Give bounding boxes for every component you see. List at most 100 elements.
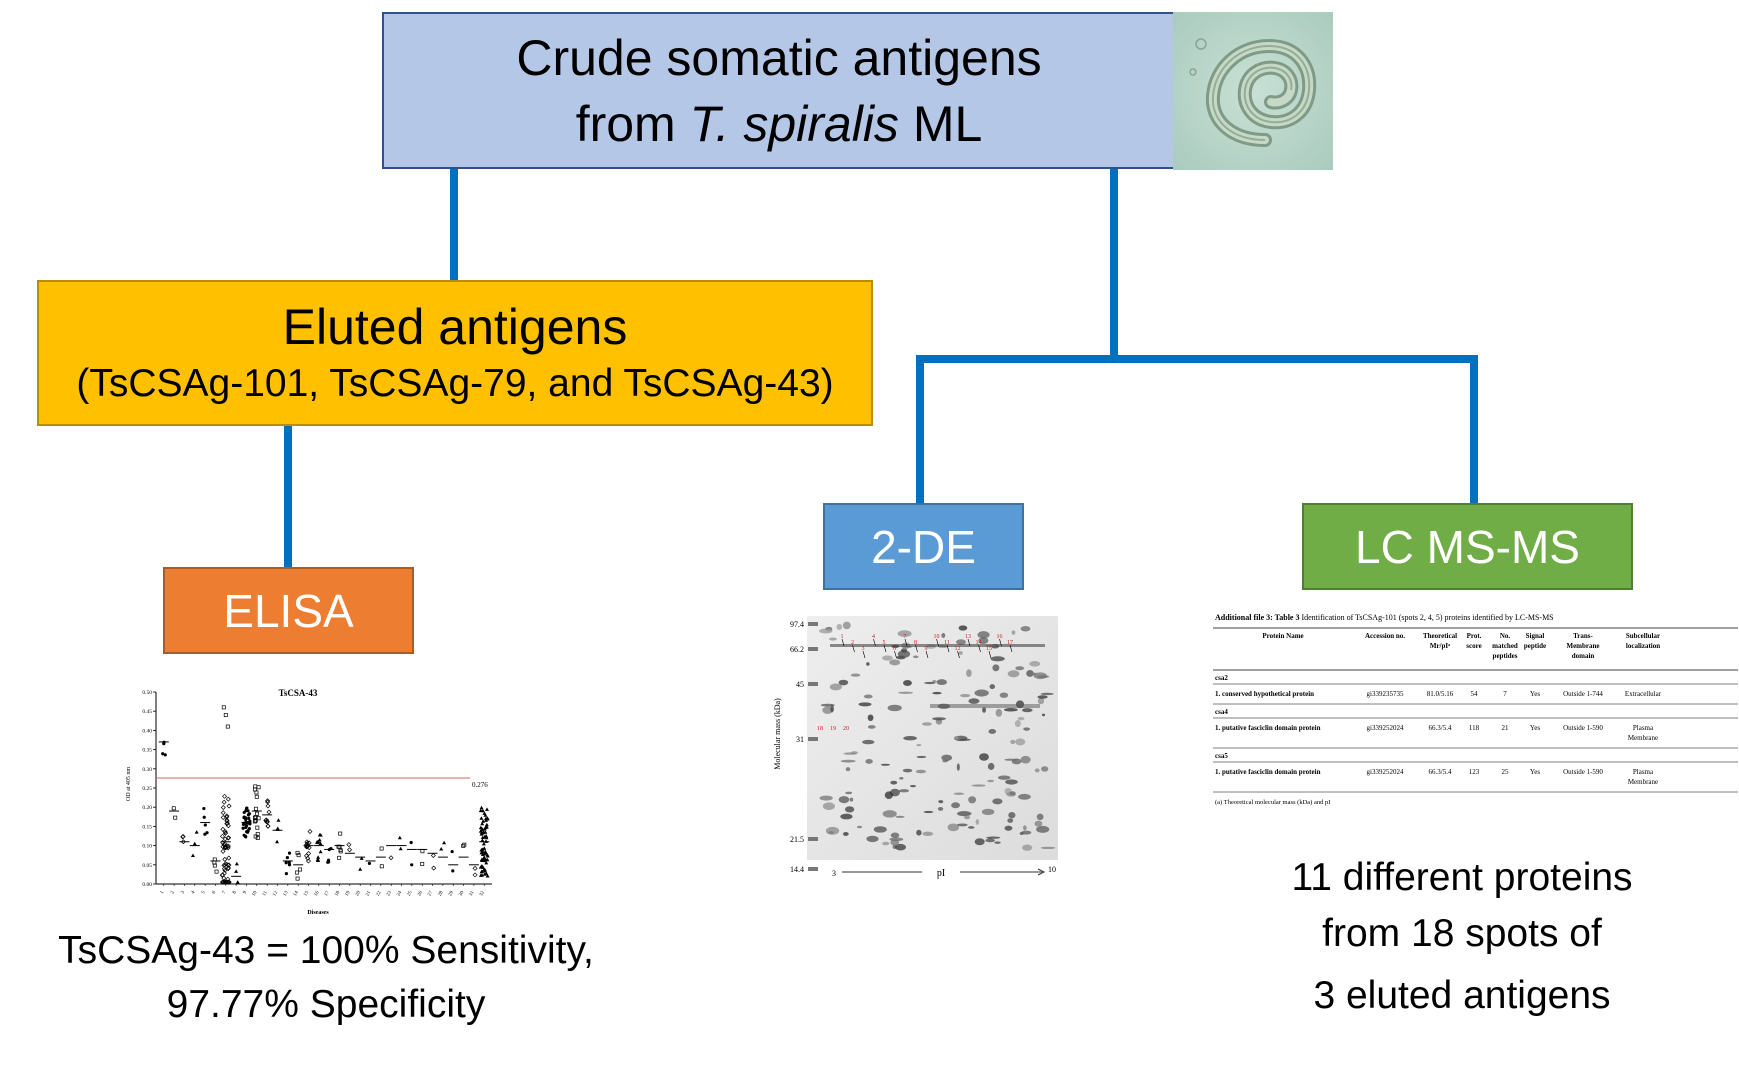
table-cell: Outside 1-744 [1563,690,1603,698]
chart-x-tick-label: 27 [427,890,434,897]
data-point [192,841,197,846]
gel-spot [884,791,893,800]
data-point [482,857,487,861]
data-point [451,869,455,873]
gel-spot [1017,716,1025,721]
gel-spot [978,637,989,645]
gel-spot-arrow [978,644,981,653]
gel-spot [988,729,997,734]
data-point [256,816,261,821]
chart-x-tick-label: 7 [222,890,228,895]
data-point [226,862,232,868]
data-point [242,815,246,819]
gel-spot-arrow [936,638,939,647]
table-cell: 66.3/5.4 [1429,768,1452,776]
gel-spot [974,838,985,846]
data-point [235,880,240,884]
data-point [317,832,322,837]
gel-spot [956,823,968,827]
gel-x-end: 10 [1048,865,1056,874]
gel-spot [858,702,872,707]
gel-spot [989,684,996,690]
data-point [221,705,226,710]
table-cell: Yes [1530,724,1540,732]
gel-spot [863,694,873,699]
gel-spot [1011,630,1016,635]
gel-spot [958,625,968,631]
table-cell: 25 [1502,768,1510,776]
gel-spot [890,780,898,785]
data-point [247,816,251,821]
gel-spot [822,706,833,715]
gel-marker-label: 66.2 [790,645,804,654]
gel-spot-label: 13 [965,634,971,640]
table-cell: 118 [1469,724,1480,732]
gel-spot [1040,846,1056,850]
chart-x-tick-label: 11 [262,890,269,897]
gel-marker-band [808,867,818,871]
gel-spot [956,639,966,646]
data-point [223,830,229,836]
gel-spot-arrow [957,650,960,659]
gel-spot-label: 16 [997,634,1003,640]
chart-y-tick-label: 0.00 [142,882,152,888]
gel-spot-label: 11 [944,640,950,646]
data-point [479,830,484,835]
gel-spot [830,704,834,713]
gel-spot [1033,672,1048,680]
gel-spot [956,763,960,771]
data-point [224,820,230,826]
data-point [431,865,437,871]
gel-spot [932,691,942,695]
gel-spot [947,823,960,832]
data-point [484,871,489,875]
gel-marker-label: 97.4 [790,620,804,629]
data-point [205,831,209,835]
gel-spot [840,813,853,820]
chart-x-tick-label: 9 [243,890,249,895]
gel-spot [850,673,861,677]
table-cell: 66.3/5.4 [1429,724,1452,732]
gel-spot-label: 2 [851,640,854,646]
chart-x-tick-label: 28 [438,890,445,897]
data-point [315,857,320,861]
data-point [245,808,249,813]
gel-spot [1032,672,1037,676]
gel-spot [987,779,995,783]
gel-spot [968,796,977,804]
data-point [326,859,331,863]
table-cell: 123 [1469,768,1480,776]
gel-spot [992,798,1003,805]
gel-spot [1040,692,1054,696]
data-point [225,724,230,729]
chart-x-tick-label: 29 [448,890,455,897]
gel-spot [909,784,917,788]
data-point [315,840,320,845]
trichinella-larva-icon [1173,12,1333,170]
chart-y-tick-label: 0.30 [142,767,152,773]
gel-marker-band [808,837,818,841]
chart-x-tick-label: 21 [365,890,372,897]
data-point [472,865,478,871]
data-point [479,826,484,831]
gel-spot-label: 14 [976,640,982,646]
gel-spot [819,795,833,801]
gel-spot [1037,697,1045,705]
data-point [484,822,489,827]
data-point [264,819,270,825]
data-point [220,848,226,854]
data-point [307,828,313,834]
gel-spot [995,708,1003,717]
data-point [338,831,343,836]
crude-antigens-box: Crude somatic antigens from T. spiralis … [382,12,1176,169]
data-point [482,872,487,876]
data-point [275,839,280,844]
data-point [472,872,478,878]
elisa-box: ELISA [163,567,414,654]
crude-antigens-source: from T. spiralis ML [575,95,983,152]
gel-spot [913,655,919,659]
gel-spot [1023,825,1027,831]
data-point [263,817,269,823]
data-point [284,861,288,865]
